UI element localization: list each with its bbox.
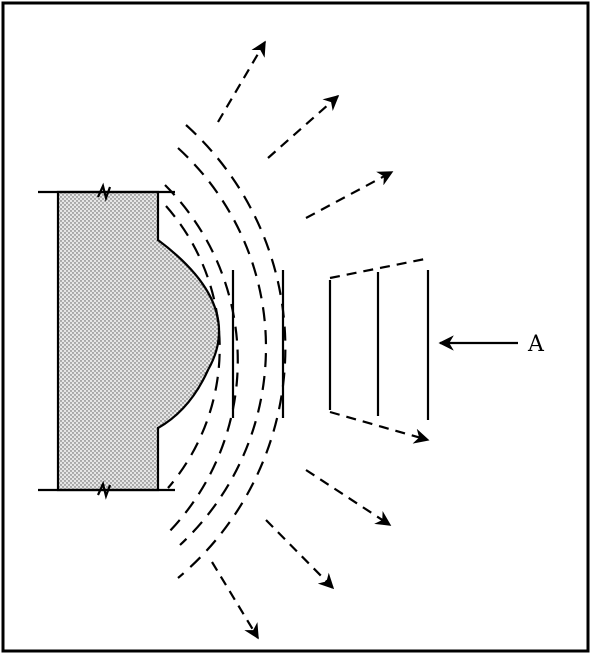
ray-edge-top [329,256,431,280]
break-symbol-bottom [96,480,112,500]
ray-edge-bottom [329,410,430,444]
break-symbol-top [96,182,112,202]
diverging-wavefronts [164,124,287,579]
plane-wavefronts [231,270,430,420]
label-a: A [527,332,545,357]
scattered-rays [211,40,394,640]
lens-body [56,190,221,492]
